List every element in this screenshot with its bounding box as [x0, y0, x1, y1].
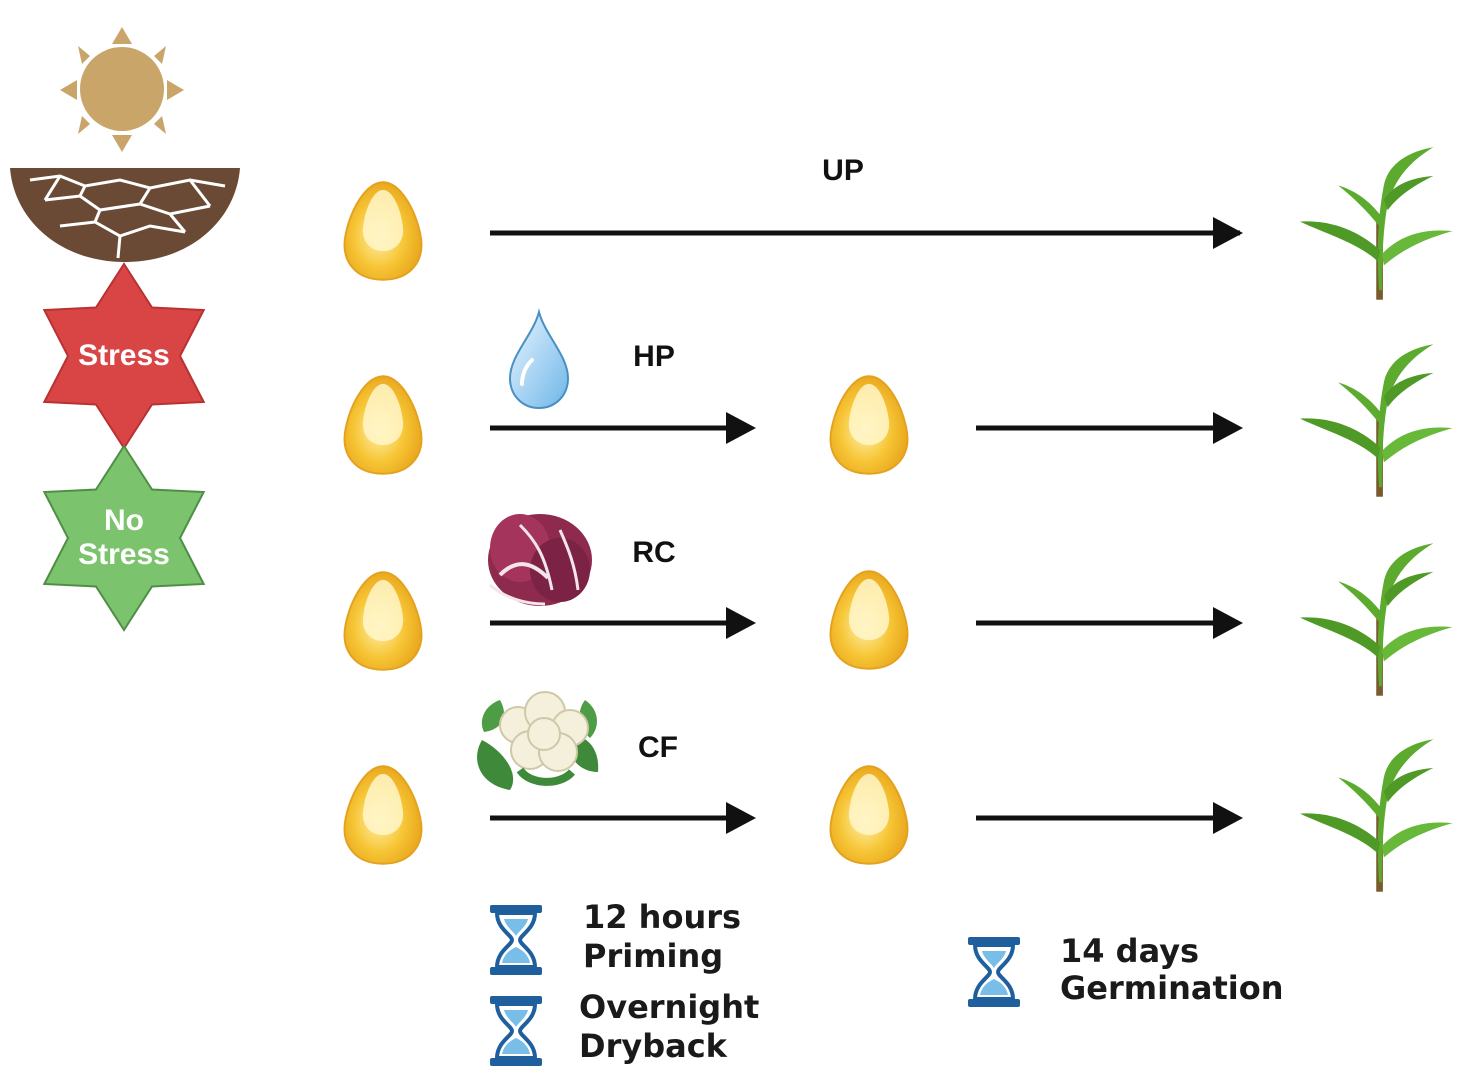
primed-seed-icon: [829, 765, 909, 865]
no-stress-star: No Stress: [42, 444, 206, 632]
treatment-row-rc: RC: [343, 514, 1453, 696]
plant-icon: [1300, 344, 1453, 497]
legend-dryback-line2: Dryback: [579, 1027, 728, 1065]
seed-icon: [343, 181, 423, 281]
treatment-label-rc: RC: [632, 536, 675, 569]
treatment-row-up: UP: [343, 147, 1453, 300]
legend-germination-line2: Germination: [1060, 969, 1283, 1007]
hourglass-icon: [968, 937, 1020, 1007]
legend-dryback-line1: Overnight: [579, 988, 759, 1026]
stress-label: Stress: [78, 339, 170, 372]
primed-seed-icon: [829, 375, 909, 475]
seed-icon: [343, 571, 423, 671]
primed-seed-icon: [829, 570, 909, 670]
legend-priming: 12 hours Priming: [490, 898, 741, 975]
legend-germination: 14 days Germination: [968, 932, 1283, 1007]
hourglass-icon: [490, 905, 542, 975]
treatment-row-cf: CF: [343, 691, 1453, 892]
seed-icon: [343, 765, 423, 865]
hourglass-icon: [490, 996, 542, 1066]
legend-priming-line2: Priming: [583, 937, 723, 975]
legend-dryback: Overnight Dryback: [490, 988, 759, 1066]
radicchio-icon: [488, 514, 592, 606]
plant-icon: [1300, 543, 1453, 696]
no-stress-label-line2: Stress: [78, 538, 170, 571]
treatment-label-cf: CF: [638, 731, 678, 764]
plant-icon: [1300, 739, 1453, 892]
seed-icon: [343, 375, 423, 475]
no-stress-label-line1: No: [104, 504, 144, 537]
sun-icon: [60, 27, 184, 152]
cracked-soil-icon: [10, 168, 240, 262]
treatment-label-hp: HP: [633, 340, 675, 373]
legend-germination-line1: 14 days: [1060, 932, 1199, 970]
water-drop-icon: [508, 308, 570, 410]
legend-priming-line1: 12 hours: [583, 898, 741, 936]
cauliflower-icon: [477, 691, 599, 790]
plant-icon: [1300, 147, 1453, 300]
stress-star: Stress: [42, 262, 206, 450]
treatment-row-hp: HP: [343, 308, 1453, 497]
treatment-label-up: UP: [822, 154, 864, 187]
